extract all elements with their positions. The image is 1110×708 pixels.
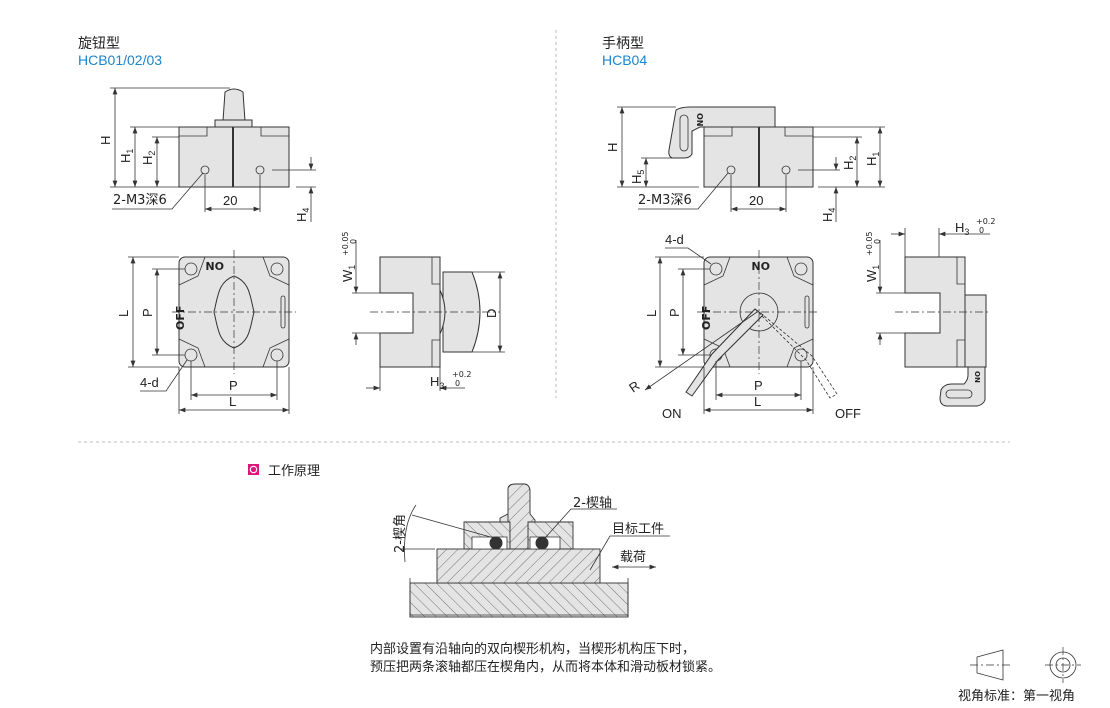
svg-text:H: H — [605, 143, 620, 152]
wedge-angle-label: 2-楔角 — [393, 514, 408, 553]
tap-hole-icon — [200, 165, 210, 175]
svg-text:P: P — [667, 308, 682, 317]
svg-text:W1: W1 — [340, 265, 357, 282]
svg-text:+0.05: +0.05 — [865, 231, 874, 256]
svg-text:4-d: 4-d — [665, 232, 684, 247]
svg-text:H3: H3 — [955, 220, 969, 237]
svg-text:H2: H2 — [140, 151, 157, 165]
projection-label: 视角标准：第一视角 — [958, 689, 1075, 704]
svg-text:P: P — [140, 308, 155, 317]
wedge-roller-icon — [489, 536, 503, 550]
svg-text:2-M3深6: 2-M3深6 — [638, 193, 692, 208]
svg-text:+0.05: +0.05 — [341, 231, 350, 256]
svg-text:0: 0 — [349, 239, 358, 244]
knob-front-view: H H1 H2 H4 20 2-M3深6 — [98, 87, 316, 222]
svg-text:ON: ON — [751, 259, 770, 272]
section-marker-icon — [248, 464, 259, 475]
svg-text:0: 0 — [979, 226, 984, 235]
svg-text:0: 0 — [455, 379, 460, 388]
handle-on-position-icon — [685, 308, 764, 397]
tap-hole-icon — [255, 165, 265, 175]
description-line: 内部设置有沿轴向的双向楔形机构，当楔形机构压下时， — [370, 641, 695, 657]
svg-text:+0.2: +0.2 — [452, 370, 471, 379]
handle-type-model: HCB04 — [602, 52, 647, 68]
on-position-label: ON — [662, 406, 682, 421]
description-line: 预压把两条滚轴都压在楔角内，从而将本体和滑动板材锁紧。 — [370, 659, 721, 675]
svg-text:W1: W1 — [864, 265, 881, 282]
svg-text:OFF: OFF — [174, 306, 187, 330]
svg-text:OFF: OFF — [700, 306, 713, 330]
handle-front-view: ON H H5 H2 H1 H4 20 2-M3深6 — [605, 106, 885, 222]
knob-side-view: W1 +0.05 0 D H3 +0.2 0 — [340, 231, 505, 391]
svg-text:ON: ON — [205, 259, 224, 272]
svg-text:L: L — [229, 394, 236, 409]
svg-text:H: H — [98, 136, 113, 145]
svg-text:R: R — [626, 378, 642, 396]
handle-lever-icon — [939, 366, 986, 407]
svg-text:L: L — [116, 310, 131, 317]
handle-side-view: ON W1 +0.05 0 H3 +0.2 0 — [864, 217, 995, 407]
svg-text:H5: H5 — [629, 170, 646, 184]
target-workpiece-label: 目标工件 — [612, 522, 664, 537]
pitch-label: 20 — [223, 193, 237, 208]
svg-text:H1: H1 — [118, 149, 135, 163]
handle-lever-icon — [668, 106, 776, 159]
svg-text:D: D — [484, 309, 499, 318]
svg-text:H4: H4 — [294, 208, 311, 222]
svg-text:L: L — [644, 310, 659, 317]
svg-text:H1: H1 — [864, 152, 881, 166]
working-principle-section: 工作原理 2-楔角 2-楔轴 目标工件 载荷 内部设置有沿轴向的双向楔形机构，当… — [248, 464, 721, 675]
handle-type-title: 手柄型 — [602, 36, 644, 52]
svg-text:0: 0 — [873, 239, 882, 244]
handle-type-section: 手柄型 HCB04 ON H H5 H2 H1 H4 — [602, 36, 995, 421]
handle-top-view: ON OFF L P P L 4-d R ON OFF — [626, 232, 861, 421]
knob-type-model: HCB01/02/03 — [78, 52, 162, 68]
wedge-shaft-label: 2-楔轴 — [573, 496, 612, 511]
svg-text:H2: H2 — [841, 156, 858, 170]
svg-text:+0.2: +0.2 — [976, 217, 995, 226]
principle-cross-section: 2-楔角 2-楔轴 目标工件 载荷 — [393, 483, 670, 618]
principle-heading: 工作原理 — [268, 464, 320, 479]
svg-text:P: P — [229, 378, 238, 393]
load-label: 载荷 — [620, 550, 646, 565]
svg-text:P: P — [754, 378, 763, 393]
off-position-label: OFF — [835, 406, 861, 421]
wedge-roller-icon — [535, 536, 549, 550]
knob-type-section: 旋钮型 HCB01/02/03 H H1 H2 H4 20 — [78, 36, 505, 414]
svg-text:20: 20 — [749, 193, 763, 208]
svg-text:H4: H4 — [820, 208, 837, 222]
svg-text:L: L — [754, 394, 761, 409]
knob-type-title: 旋钮型 — [78, 36, 120, 52]
svg-text:ON: ON — [695, 113, 704, 127]
svg-text:H3: H3 — [430, 374, 444, 391]
svg-text:4-d: 4-d — [140, 375, 159, 390]
svg-text:ON: ON — [973, 371, 981, 383]
first-angle-projection-symbol: 视角标准：第一视角 — [958, 647, 1081, 704]
knob-top-view: ON OFF L P P L 4-d — [116, 250, 296, 414]
tap-label: 2-M3深6 — [113, 193, 167, 208]
